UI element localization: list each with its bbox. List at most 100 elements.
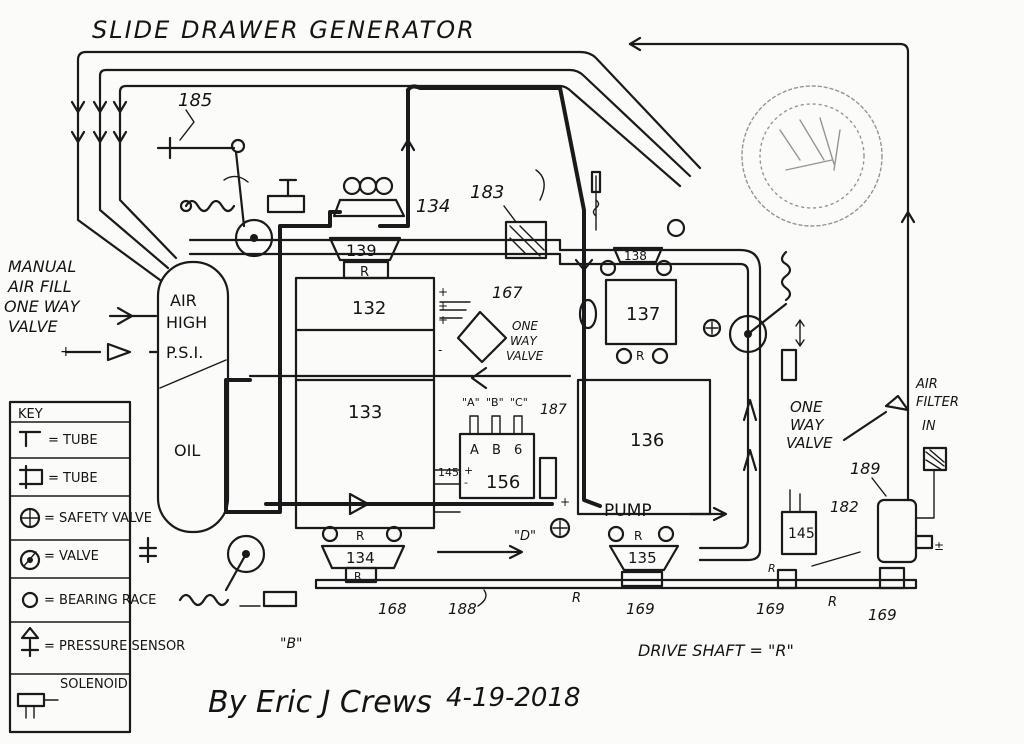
- label-169-b: 169: [756, 600, 785, 618]
- svg-text:R: R: [354, 570, 362, 583]
- svg-text:+: +: [560, 495, 570, 509]
- valve-wheel-bottom: [226, 534, 266, 574]
- svg-text:R: R: [828, 595, 837, 610]
- svg-text:+: +: [438, 299, 448, 313]
- drive-shaft-note: DRIVE SHAFT = "R": [638, 641, 794, 660]
- svg-text:±: ±: [934, 539, 944, 553]
- svg-text:+: +: [60, 344, 72, 360]
- valve-col-b: B: [492, 443, 501, 458]
- svg-text:-: -: [438, 343, 442, 357]
- diagram-title: SLIDE DRAWER GENERATOR: [92, 16, 476, 44]
- valve-wheel-top: [234, 218, 274, 258]
- safety-valve-d: [549, 517, 571, 539]
- reservoir-183: 183: [470, 169, 548, 260]
- label-182: 182: [830, 498, 859, 516]
- one-way-mid-2: WAY: [510, 334, 538, 348]
- air-filter-icon: [922, 446, 948, 472]
- signature-block: By Eric J Crews 4-19-2018: [208, 683, 581, 720]
- safety-valve-icon: [19, 507, 41, 529]
- key-item-4: = VALVE: [44, 549, 99, 564]
- label-d: "D": [514, 529, 536, 544]
- valve-letter-a: "A": [462, 396, 480, 409]
- label-187: 187: [540, 402, 567, 418]
- right-valve-assembly: ONE WAY VALVE: [702, 250, 910, 452]
- valve-letter-b: "B": [486, 396, 504, 409]
- svg-text:+: +: [438, 313, 448, 327]
- label-r-top: R: [360, 265, 369, 280]
- label-135: 135: [628, 549, 657, 567]
- bottom-valve-assembly: "B": [138, 534, 302, 652]
- key-heading: KEY: [18, 407, 43, 422]
- central-block: 132 133 + + + -: [294, 276, 448, 530]
- key-item-1: = TUBE: [48, 433, 98, 448]
- key-item-3: = SAFETY VALVE: [44, 511, 152, 526]
- bearing-group-bottom: R 134 R R 135: [320, 525, 680, 588]
- tube-icon: [18, 430, 42, 448]
- valve-col-c: 6: [514, 443, 522, 458]
- valve-icon: [19, 549, 41, 571]
- valve-185-assembly: 185: [156, 90, 306, 258]
- label-156: 156: [486, 472, 520, 493]
- valve-letter-c: "C": [510, 396, 528, 409]
- compressor-189: [876, 498, 918, 564]
- manual-label-line1: MANUAL: [8, 257, 76, 276]
- label-139: 139: [346, 241, 377, 260]
- label-188: 188: [448, 600, 477, 618]
- label-145-left: 145: [438, 466, 459, 479]
- solenoid-icon: [16, 692, 59, 719]
- label-138: 138: [624, 249, 647, 263]
- svg-text:R: R: [572, 591, 581, 606]
- key-item-7: SOLENOID: [60, 677, 128, 692]
- legend-key: KEY = TUBE = TUBE = SAFETY VALVE = VALVE…: [8, 400, 185, 734]
- svg-text:R: R: [636, 349, 644, 363]
- label-137: 137: [626, 304, 660, 325]
- tank-psi-label: P.S.I.: [166, 343, 203, 362]
- label-169-c: 169: [868, 606, 897, 624]
- label-185: 185: [178, 90, 212, 111]
- tank-high-label: HIGH: [166, 313, 207, 332]
- air-filter-2: FILTER: [916, 395, 959, 410]
- one-way-mid-1: ONE: [512, 319, 538, 333]
- one-way-right-3: VALVE: [786, 434, 833, 452]
- air-filter-3: IN: [922, 419, 936, 434]
- block-136-group: 187 136 PUMP + "D": [514, 378, 728, 544]
- label-pump: PUMP: [604, 501, 652, 521]
- manual-air-fill-labels: MANUAL AIR FILL ONE WAY VALVE +: [4, 257, 160, 362]
- notary-seal-stamp: [741, 85, 883, 227]
- valve-manifold-156: "A" "B" "C" A B 6 156 145 + -: [433, 396, 536, 513]
- svg-text:+: +: [464, 464, 473, 477]
- key-item-5: = BEARING RACE: [44, 593, 156, 608]
- one-way-right-1: ONE: [790, 398, 823, 416]
- key-item-2: = TUBE: [48, 471, 98, 486]
- label-183: 183: [470, 182, 504, 203]
- manual-label-line2: AIR FILL: [7, 277, 72, 296]
- svg-text:R: R: [768, 562, 776, 575]
- bearing-race-icon: [21, 591, 39, 609]
- svg-text:R: R: [634, 529, 642, 543]
- label-134-top: 134: [416, 196, 450, 217]
- bearing-group-top: 139 R 134: [328, 176, 450, 280]
- tank-oil-label: OIL: [174, 441, 200, 460]
- label-167: 167: [492, 283, 523, 302]
- manual-label-line3: ONE WAY: [4, 297, 81, 316]
- label-189: 189: [850, 459, 881, 478]
- label-145-right: 145: [788, 526, 815, 542]
- one-way-mid-3: VALVE: [506, 349, 544, 363]
- valve-col-a: A: [470, 443, 479, 458]
- label-134-bottom: 134: [346, 549, 375, 567]
- block-137-group: 138 137 R: [578, 170, 686, 365]
- valve-wheel-right: [728, 314, 768, 354]
- signature-date: 4-19-2018: [446, 683, 581, 713]
- svg-text:-: -: [464, 476, 468, 489]
- label-132: 132: [352, 298, 386, 319]
- tank-air-label: AIR: [170, 291, 197, 310]
- manual-label-line4: VALVE: [8, 317, 59, 336]
- signature: By Eric J Crews: [208, 685, 432, 720]
- label-169-a: 169: [626, 600, 655, 618]
- main-thick-circuit: [224, 84, 602, 516]
- svg-text:+: +: [438, 285, 448, 299]
- one-way-right-2: WAY: [790, 416, 825, 434]
- tube-icon: [18, 464, 44, 490]
- pressure-tank: AIR HIGH P.S.I. OIL: [156, 260, 230, 534]
